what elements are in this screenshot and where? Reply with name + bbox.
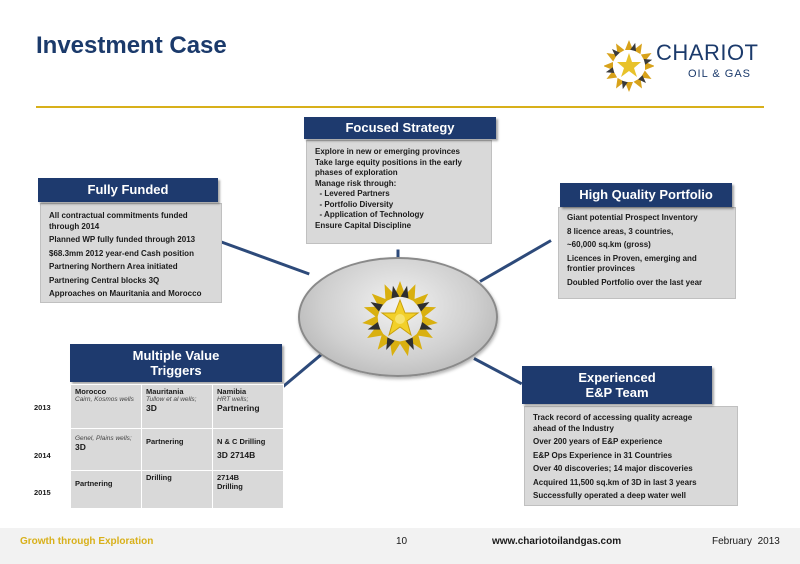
portfolio-line: Giant potential Prospect Inventory [567,213,698,222]
connector-line [479,239,552,283]
multiple-value-header-line2: Triggers [150,363,202,378]
cell-main: 2714B [217,473,240,482]
multiple-value-header-line1: Multiple Value [132,348,220,363]
table-cell: Partnering [70,470,142,509]
funded-line: Approaches on Mauritania and Morocco [49,289,202,298]
footer-tagline: Growth through Exploration [20,536,154,547]
team-line: Acquired 11,500 sq.km of 3D in last 3 ye… [533,477,697,487]
header-divider [36,106,764,108]
focused-strategy-box: Explore in new or emerging provinces Tak… [306,140,492,244]
cell-main: Partnering [75,479,113,488]
cell-main: Drilling [146,473,172,482]
year-label: 2014 [34,451,51,460]
year-label: 2013 [34,403,51,412]
logo-subtitle: OIL & GAS [688,68,752,80]
company-logo: CHARIOT OIL & GAS [603,38,774,94]
cell-main: N & C Drilling [217,437,266,446]
portfolio-line: Licences in Proven, emerging and [567,253,697,263]
cell-sub: Tullow et al wells; [146,396,197,403]
year-label: 2015 [34,488,51,497]
experienced-header-line2: E&P Team [585,385,649,400]
table-cell: Partnering [141,428,213,471]
high-quality-header: High Quality Portfolio [560,183,732,207]
team-line: ahead of the Industry [533,423,614,433]
funded-line: Partnering Central blocks 3Q [49,275,160,285]
portfolio-line: ~60,000 sq.km (gross) [567,240,651,249]
funded-line: Partnering Northern Area initiated [49,262,178,271]
portfolio-line: frontier provinces [567,264,636,273]
connector-line [473,357,523,386]
table-row: Genel, Plains wells;3D Partnering N & C … [70,428,284,471]
strategy-line: Ensure Capital Discipline [315,220,412,230]
team-line: Over 200 years of E&P experience [533,437,663,446]
high-quality-box: Giant potential Prospect Inventory 8 lic… [558,207,736,299]
cell-sub: Genel, Plains wells; [75,435,132,442]
connector-line [281,352,323,389]
page-title: Investment Case [36,32,227,59]
cell-sub: HRT wells; [217,396,249,403]
experienced-box: Track record of accessing quality acreag… [524,406,738,506]
cell-extra: 3D [146,403,157,413]
footer-url[interactable]: www.chariotoilandgas.com [492,536,622,547]
cell-main: Partnering [146,437,184,446]
cell-main: Morocco [75,387,107,396]
focused-strategy-header: Focused Strategy [304,117,496,139]
team-line: Successfully operated a deep water well [533,491,686,500]
funded-line: through 2014 [49,221,100,231]
footer-bar [0,528,800,564]
cell-extra: 3D 2714B [217,450,256,460]
footer-date: February 2013 [712,536,780,547]
funded-line: Planned WP fully funded through 2013 [49,235,196,244]
fully-funded-box: All contractual commitments funded throu… [40,203,222,303]
cell-sub: Cairn, Kosmos wells [75,396,134,403]
strategy-line: - Application of Technology [315,210,424,219]
cell-extra: Drilling [217,482,243,491]
strategy-line: Explore in new or emerging provinces [315,147,460,156]
sun-star-logo-icon [362,281,438,357]
strategy-line: - Portfolio Diversity [315,199,394,209]
team-line: E&P Ops Experience in 31 Countries [533,450,673,460]
connector-line [219,240,310,276]
central-logo-ellipse [298,257,498,377]
sun-star-logo-icon [603,40,655,92]
cell-main: Mauritania [146,387,184,396]
page-number: 10 [396,536,408,547]
team-line: Track record of accessing quality acreag… [533,413,693,422]
cell-main: Namibia [217,387,247,396]
cell-extra: Partnering [217,403,260,413]
experienced-header: Experienced E&P Team [522,366,712,404]
funded-line: $68.3mm 2012 year-end Cash position [49,248,194,258]
strategy-line: - Levered Partners [315,189,390,198]
strategy-line: phases of exploration [315,168,398,177]
portfolio-line: 8 licence areas, 3 countries, [567,226,674,236]
table-cell: Drilling [141,470,213,509]
table-cell: N & C Drilling 3D 2714B [212,428,284,471]
team-line: Over 40 discoveries; 14 major discoverie… [533,464,693,473]
strategy-line: Manage risk through: [315,178,397,188]
portfolio-line: Doubled Portfolio over the last year [567,277,703,287]
fully-funded-header: Fully Funded [38,178,218,202]
experienced-header-line1: Experienced [578,370,656,385]
logo-name: CHARIOT [656,40,759,65]
table-cell: Genel, Plains wells;3D [70,428,142,471]
cell-extra: 3D [75,442,86,452]
strategy-line: Take large equity positions in the early [315,157,463,167]
multiple-value-header: Multiple Value Triggers [70,344,282,382]
funded-line: All contractual commitments funded [49,211,188,220]
